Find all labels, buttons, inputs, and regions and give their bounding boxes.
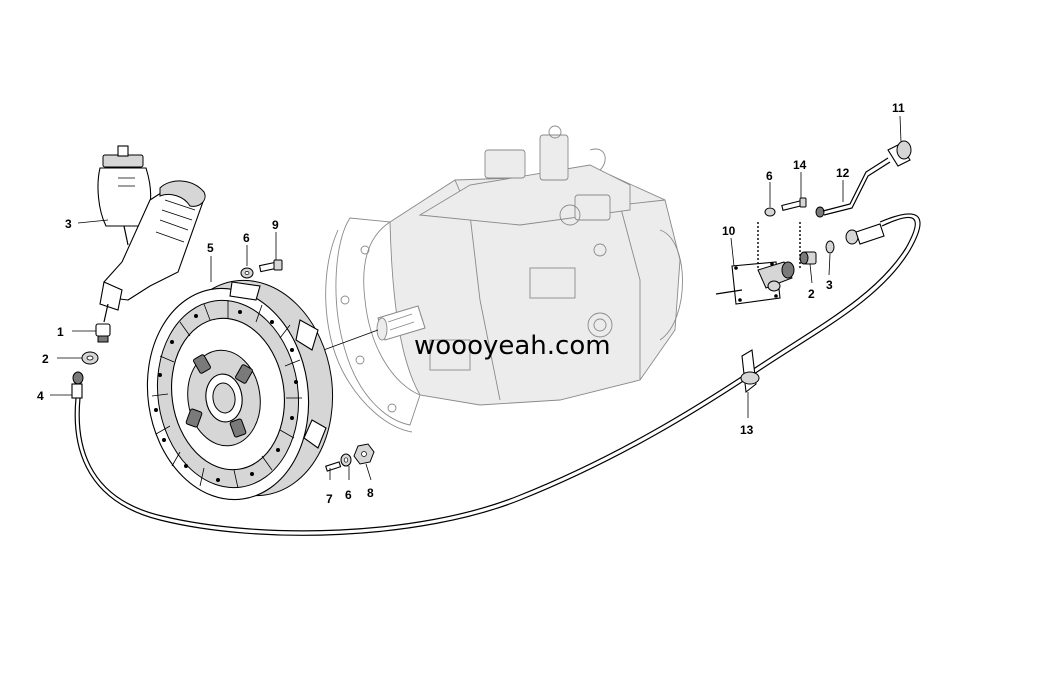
callout-11: 11	[892, 101, 905, 115]
fitting-part-1	[95, 323, 111, 343]
callout-3-right: 3	[826, 278, 833, 292]
slave-cylinder-part-10	[715, 261, 795, 305]
callout-9: 9	[272, 218, 279, 232]
clutch-disc-pressure-plate	[146, 279, 334, 501]
callout-13: 13	[740, 423, 754, 437]
callout-6-right: 6	[766, 169, 773, 183]
washer-part-6-lower	[340, 453, 352, 467]
stud-part-7	[325, 461, 342, 472]
washer-part-3-right	[825, 240, 835, 254]
callout-5: 5	[207, 241, 214, 255]
callout-1: 1	[57, 325, 64, 339]
leader-lines	[50, 115, 902, 481]
callout-2-right: 2	[808, 287, 815, 301]
fitting-part-2-right	[799, 251, 817, 265]
callout-2-left: 2	[42, 352, 49, 366]
bolt-part-14	[781, 197, 807, 211]
callout-12: 12	[836, 166, 850, 180]
gearbox-transmission-illustration	[325, 125, 683, 433]
callout-8: 8	[367, 486, 374, 500]
callout-10: 10	[722, 224, 736, 238]
watermark-text: woooyeah.com	[414, 331, 611, 361]
hose-end-part-4	[71, 371, 84, 399]
clutch-master-cylinder-assembly	[97, 145, 206, 323]
callout-3-left: 3	[65, 217, 72, 231]
washer-part-6-upper	[240, 267, 254, 279]
callout-4: 4	[37, 389, 44, 403]
washer-part-6-right	[764, 207, 776, 217]
hose-end-fitting-right	[845, 223, 885, 245]
callout-6-lower: 6	[345, 488, 352, 502]
callout-7: 7	[326, 492, 333, 506]
nut-part-8	[353, 443, 375, 465]
callout-6-upper: 6	[243, 231, 250, 245]
bolt-part-9	[258, 259, 283, 273]
callout-labels: 1 2 3 4 5 6 9 7 6 8 10 6 14 12 11 2 3 13	[37, 101, 905, 506]
washer-part-2-left	[81, 351, 99, 365]
breather-cap-part-11	[887, 140, 912, 167]
hydraulic-hose-line	[74, 213, 921, 536]
hose-bracket-part-13	[740, 349, 760, 394]
callout-14: 14	[793, 158, 807, 172]
vent-pipe-part-12	[815, 157, 891, 218]
